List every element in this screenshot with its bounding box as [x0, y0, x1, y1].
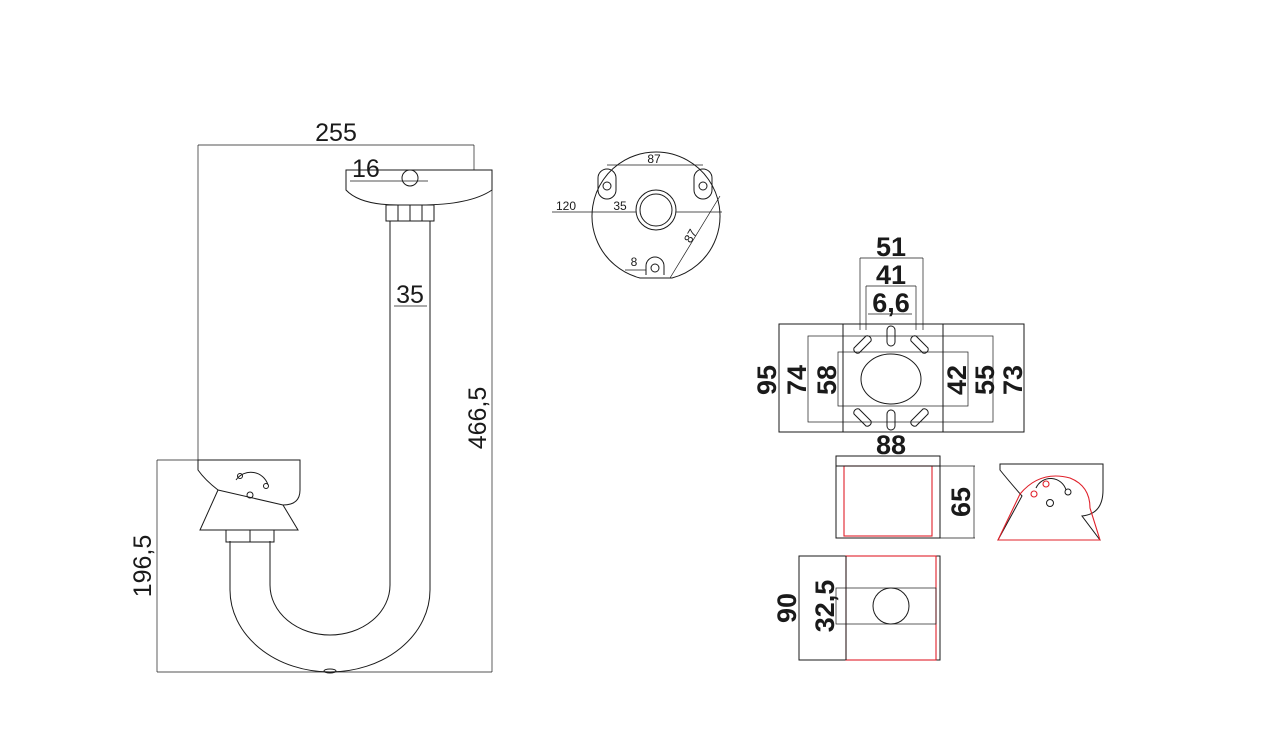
side-view: 255 16 35 466,5 196,5	[129, 119, 493, 674]
adapter-slot	[235, 471, 269, 486]
dim-label-88: 88	[876, 430, 906, 460]
pipe-inner	[269, 221, 391, 636]
dim-label-center: 35	[613, 199, 627, 213]
dim-label-dia: 120	[556, 199, 576, 213]
dim-label-90: 90	[772, 593, 802, 623]
adapter-highlight	[997, 475, 1101, 541]
slot-left	[597, 168, 617, 200]
slot-bottom	[645, 256, 665, 275]
slot-right	[693, 168, 713, 200]
dim-label-58: 58	[812, 365, 842, 395]
plate-slots	[853, 325, 929, 431]
dim-label-325: 32,5	[810, 580, 840, 633]
bottom-highlight	[845, 555, 937, 661]
center-hole-inner	[639, 193, 673, 227]
mount-plate-view: 51 41 6,6 95 74 58 42 55 73	[752, 232, 1028, 433]
dim-label-width: 255	[315, 119, 357, 147]
dim-label-41: 41	[876, 260, 906, 290]
dim-label-height: 466,5	[464, 387, 492, 450]
dim-label-lower: 196,5	[129, 535, 157, 598]
camera-adapter	[197, 459, 301, 531]
dim-label-55: 55	[970, 365, 1000, 395]
base-disc	[591, 151, 721, 279]
pipe-outer	[229, 221, 431, 673]
front-block-view: 88 65	[835, 430, 976, 539]
dim-label-95: 95	[752, 365, 782, 395]
dim-label-51: 51	[876, 232, 906, 262]
adapter-side-view	[997, 463, 1104, 541]
plate-body	[842, 323, 944, 433]
plate-center-hole	[860, 353, 922, 405]
center-hole-outer	[635, 189, 677, 231]
dim-label-plate: 16	[352, 155, 380, 183]
block-outline	[835, 455, 941, 539]
top-view: 87 120 35 87 8	[552, 151, 722, 279]
adapter-outline	[997, 463, 1104, 541]
plate-bolt	[401, 169, 419, 187]
bottom-block-view: 90 32,5	[772, 555, 941, 661]
dim-label-42: 42	[942, 365, 972, 395]
dim-label-pipe: 35	[396, 281, 424, 309]
dim-label-holes-d: 87	[681, 226, 700, 245]
block-highlight	[843, 465, 933, 537]
dim-label-slot: 8	[631, 255, 638, 269]
dim-label-73: 73	[998, 365, 1028, 395]
dim-label-65: 65	[946, 487, 976, 517]
dim-label-66: 6,6	[872, 288, 910, 318]
bottom-hole	[872, 587, 910, 625]
dim-label-holes-h: 87	[647, 152, 661, 166]
dim-label-74: 74	[782, 365, 812, 395]
